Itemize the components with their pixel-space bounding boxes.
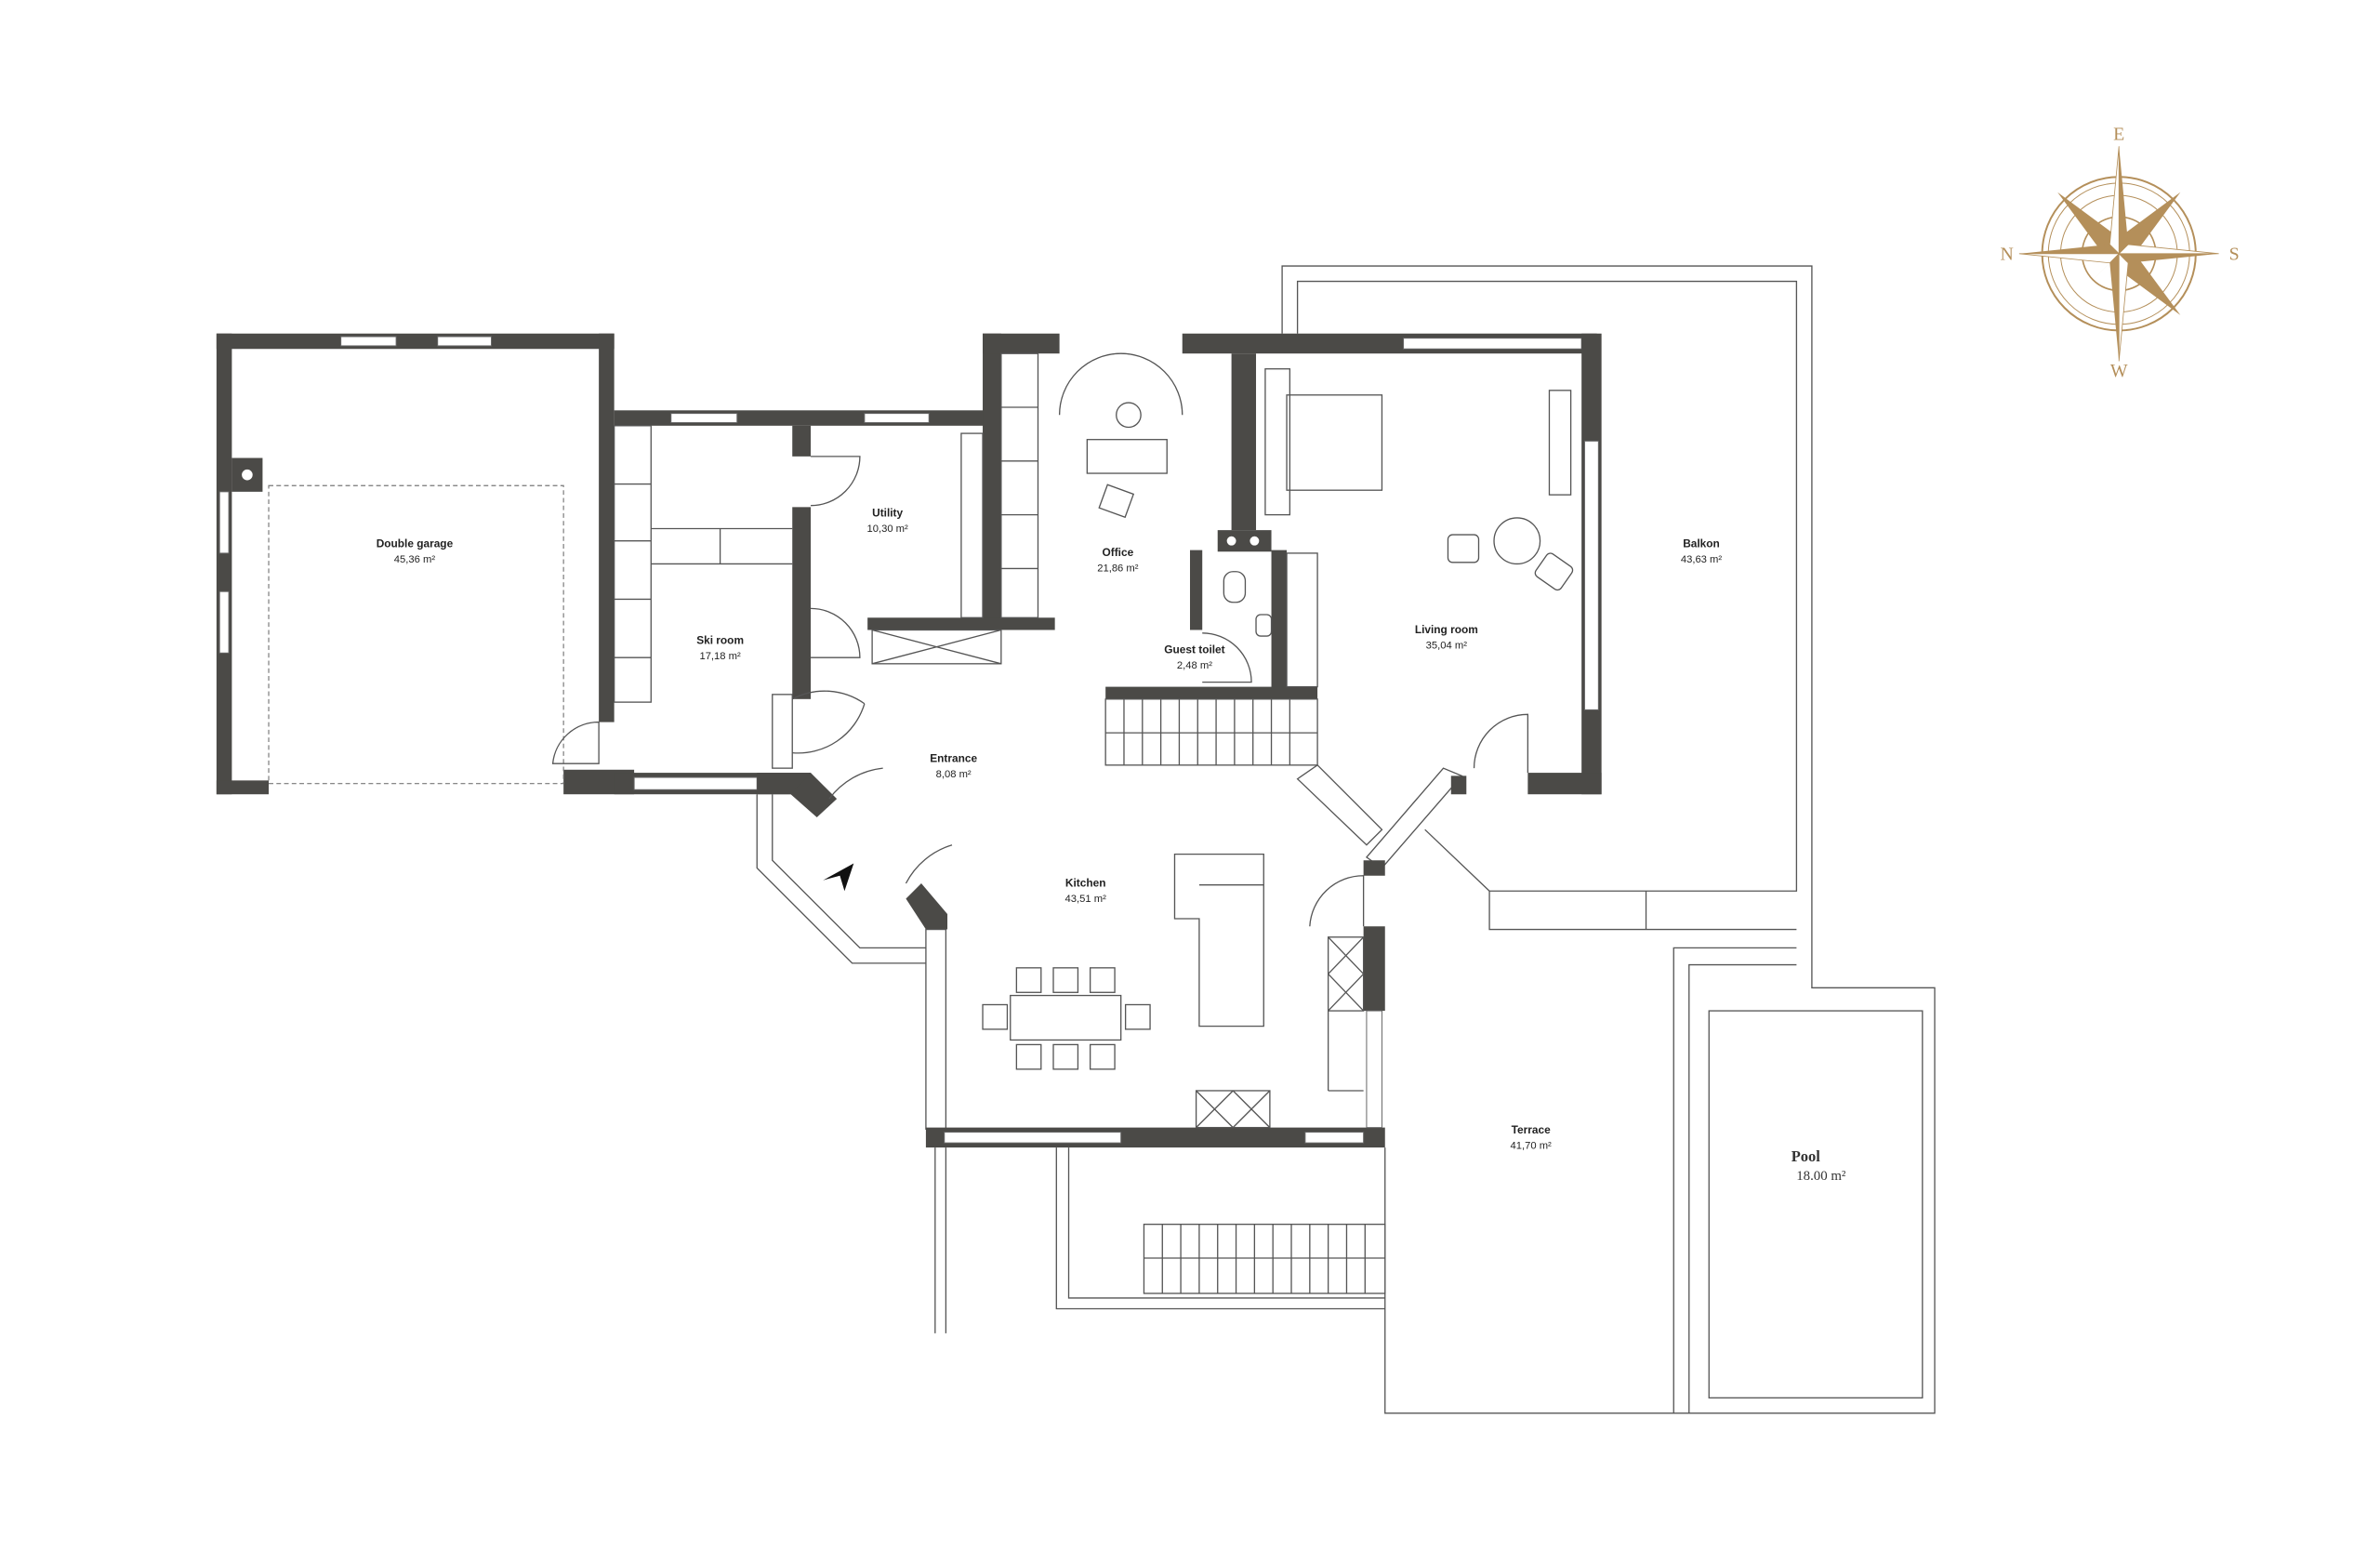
room-label-terrace: Terrace 41,70 m² [1511,1123,1553,1152]
living-walls [1105,333,1602,795]
room-name: Guest toilet [1164,643,1224,656]
room-area: 45,36 m² [394,554,436,565]
room-label-pool: Pool 18.00 m² [1792,1147,1846,1184]
room-name: Kitchen [1065,876,1106,889]
room-area: 35,04 m² [1426,640,1468,651]
room-name: Entrance [930,752,977,765]
room-label-living-room: Living room 35,04 m² [1415,623,1478,652]
room-area: 8,08 m² [936,769,972,780]
room-area: 18.00 m² [1796,1169,1846,1184]
room-label-balkon: Balkon 43,63 m² [1681,537,1723,565]
room-name: Balkon [1683,537,1720,550]
room-area: 43,63 m² [1681,554,1723,565]
room-label-office: Office 21,86 m² [1097,546,1139,575]
room-label-utility: Utility 10,30 m² [866,506,908,535]
room-area: 21,86 m² [1097,563,1139,575]
room-area: 10,30 m² [866,524,908,535]
pool [1708,1010,1924,1398]
room-area: 2,48 m² [1177,660,1212,671]
balkon-outline [1281,265,1936,1414]
room-area: 43,51 m² [1065,894,1107,905]
room-name: Office [1103,546,1134,559]
room-label-guest-toilet: Guest toilet 2,48 m² [1164,643,1224,671]
terrace-outline [1673,947,1797,1413]
compass-rose-icon: E N S W [2001,125,2240,381]
office-furniture [1058,352,1183,519]
room-label-entrance: Entrance 8,08 m² [930,752,977,781]
room-name: Utility [872,506,903,519]
room-area: 41,70 m² [1511,1141,1553,1152]
entrance-walls [756,690,953,1333]
ski-utility-walls [613,333,1060,795]
room-label-ski-room: Ski room 17,18 m² [696,633,744,662]
kitchen-walls [925,763,1467,1148]
entrance-arrow-icon [823,863,854,892]
room-area: 17,18 m² [699,651,741,662]
room-name: Ski room [696,633,744,646]
lower-staircase [1055,1147,1386,1310]
staircase [1104,698,1318,766]
room-name: Terrace [1512,1123,1551,1136]
room-name: Pool [1792,1147,1821,1165]
compass-label-top: E [2113,125,2124,145]
room-name: Living room [1415,623,1478,636]
compass-label-right: S [2229,244,2240,264]
room-label-kitchen: Kitchen 43,51 m² [1065,876,1107,905]
room-name: Double garage [377,537,454,550]
compass-label-left: N [2001,244,2014,264]
compass-label-bottom: W [2110,361,2128,381]
room-label-double-garage: Double garage 45,36 m² [377,537,454,565]
